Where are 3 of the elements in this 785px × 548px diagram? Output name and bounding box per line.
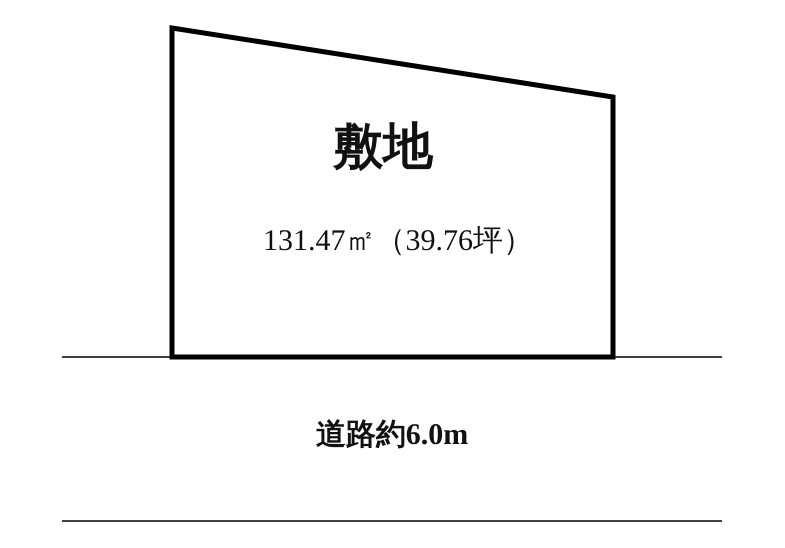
area-label: 131.47㎡（39.76坪） — [262, 224, 534, 257]
road-label: 道路約6.0m — [314, 418, 470, 451]
site-label: 敷地 — [332, 119, 434, 174]
